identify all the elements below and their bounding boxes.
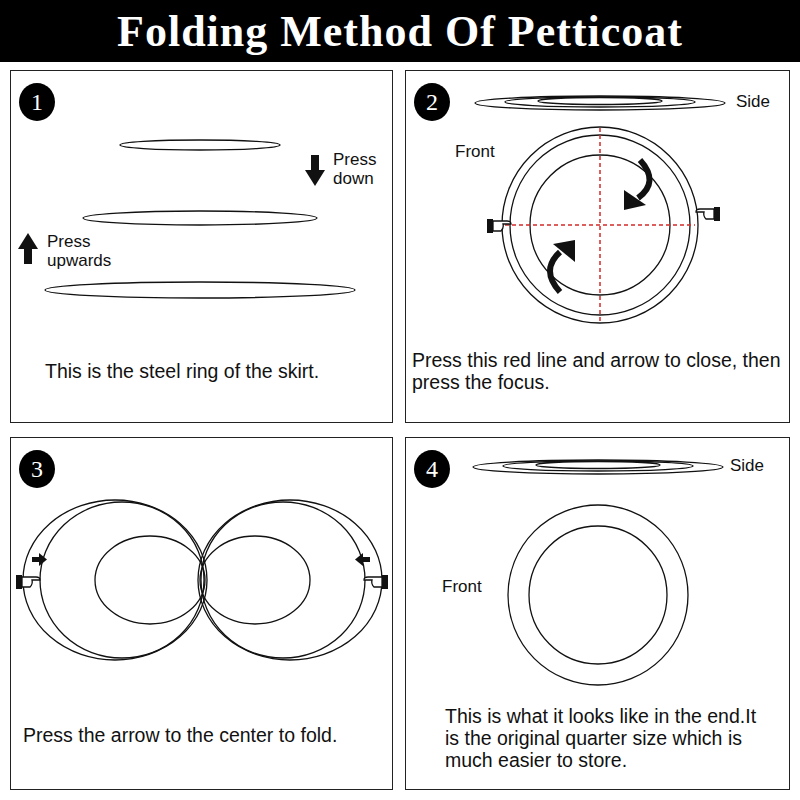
annotation-label: Side <box>736 92 786 111</box>
press-arrow <box>32 553 370 566</box>
annotation-label: Side <box>730 456 780 475</box>
step-panel: 4This is what it looks like in the end.I… <box>405 437 790 790</box>
annotation-label: Press down <box>333 150 391 188</box>
annotation-label: Front <box>455 142 515 161</box>
step-panel: 2Press this red line and arrow to close,… <box>405 70 790 423</box>
step-panel: 3Press the arrow to the center to fold. <box>10 437 393 790</box>
step-caption: This is what it looks like in the end.It… <box>445 705 767 771</box>
step-number-text: 3 <box>31 457 43 481</box>
step-number-text: 2 <box>426 90 438 114</box>
step-caption: Press the arrow to the center to fold. <box>23 724 383 746</box>
step-number: 3 <box>19 450 55 488</box>
step-number: 4 <box>414 450 450 488</box>
annotation-label: Press upwards <box>47 232 121 270</box>
fold-line <box>505 128 695 322</box>
title-bar: Folding Method Of Petticoat <box>0 0 800 62</box>
step-number: 2 <box>414 83 450 121</box>
step-number: 1 <box>19 83 55 121</box>
step-number-text: 4 <box>426 457 438 481</box>
step-caption: Press this red line and arrow to close, … <box>412 349 784 393</box>
step-caption: This is the steel ring of the skirt. <box>45 360 385 382</box>
annotation-label: Front <box>442 577 502 596</box>
curved-arrow <box>550 160 650 292</box>
diagram-title: Folding Method Of Petticoat <box>117 6 683 57</box>
step-number-text: 1 <box>31 90 43 114</box>
